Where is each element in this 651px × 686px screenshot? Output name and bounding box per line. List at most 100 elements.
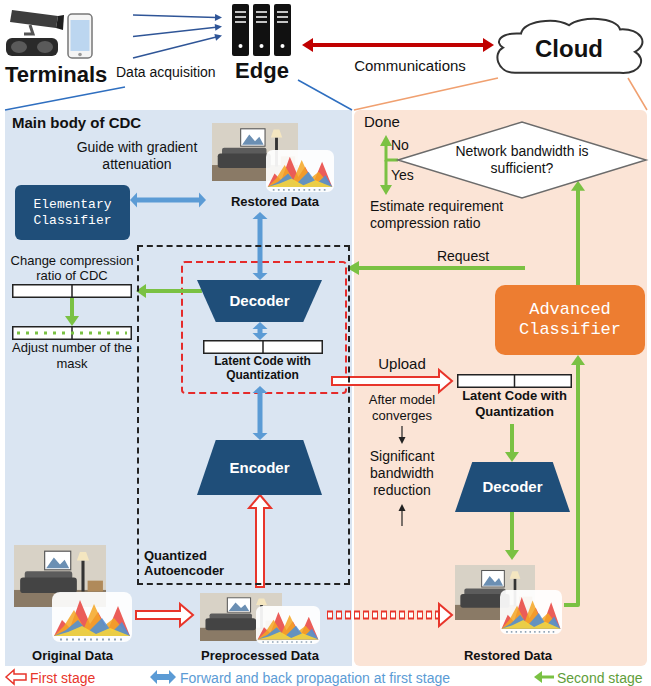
cloud-node: Cloud [494, 14, 644, 84]
connector [571, 181, 585, 285]
trapezoid [455, 462, 570, 512]
arrow-head [253, 333, 268, 340]
arrow-head [253, 322, 268, 329]
yes-arrow [385, 160, 388, 185]
node-text: Edge [235, 58, 289, 84]
chart [256, 606, 320, 644]
zoom-line [5, 87, 125, 110]
arrow-head [65, 316, 79, 326]
legend-entry: Forward and back propagation at first st… [180, 669, 450, 686]
node-text: Encoder [229, 459, 289, 477]
legend-text: First stage [30, 670, 95, 686]
arrow-head [380, 185, 392, 195]
connector-line [510, 512, 514, 551]
classifier-box: Advanced Classifier [495, 285, 645, 355]
arrow-head [215, 24, 222, 31]
connector [505, 424, 519, 462]
label-box: Significant bandwidth reduction [354, 448, 450, 498]
decoder-shape: Decoder [197, 280, 322, 322]
node-text: Change compression ratio of CDC [8, 253, 136, 284]
arrow-head [302, 38, 313, 52]
zoom-line [354, 78, 498, 110]
cdc-panel: Main body of CDC Elementary Classifier Res… [5, 110, 352, 666]
note-label: Upload [370, 355, 434, 373]
phone-button [78, 53, 82, 57]
goggles-lens [11, 41, 27, 53]
node-text: Quantized Autoencoder [144, 548, 244, 579]
chart [266, 150, 334, 192]
bar-outline [13, 327, 132, 340]
connector [327, 604, 452, 626]
label-box: Done [364, 113, 408, 131]
data-figure: Preprocessed Data [193, 588, 327, 664]
node-text: Adjust number of the mask [8, 340, 136, 371]
chart [500, 590, 562, 634]
connector-line [136, 198, 200, 203]
data-figure: Original Data [10, 540, 135, 664]
connector [253, 386, 268, 440]
connector [130, 193, 206, 208]
legend-sample [541, 676, 554, 679]
node-text: Cloud [535, 35, 603, 64]
pointer-arrow [401, 426, 402, 438]
node-text: Restored Data [464, 648, 552, 664]
camera-icon [10, 10, 58, 28]
arrow-head [399, 504, 406, 511]
note-label: Significant bandwidth reduction [354, 448, 450, 498]
arrow-head [199, 193, 206, 208]
camera-hood [56, 15, 64, 30]
connector [136, 284, 202, 298]
autoencoder-frame: Quantized Autoencoder DecoderLatent Code … [137, 245, 350, 585]
latent-code: Latent Code with Quantization [194, 340, 331, 386]
connector [133, 14, 222, 58]
cloud-panel [354, 110, 647, 666]
note-label: Yes [391, 167, 423, 184]
note-label: After model converges [354, 392, 450, 423]
phone-icon [68, 14, 92, 58]
arrow-head [253, 212, 268, 219]
trapezoid [197, 440, 322, 495]
code-bar [203, 340, 323, 354]
latent-code: Latent Code with Quantization [452, 374, 577, 424]
arrow-head [380, 135, 392, 146]
connector-line [510, 424, 514, 453]
connector-line [145, 289, 202, 293]
edge-server: Edge [222, 2, 302, 84]
node-text: Main body of CDC [12, 114, 141, 132]
legend-text: Forward and back propagation at first st… [180, 670, 450, 686]
decision-diamond: Network bandwidth is sufficient? [398, 122, 646, 198]
arrow-head [399, 437, 406, 444]
arrow-head [253, 386, 268, 393]
connector-line [576, 190, 580, 285]
goggles-icon [6, 38, 58, 56]
note-label: Communications [340, 57, 480, 75]
note-label: Request [428, 248, 498, 265]
hollow-shaft-inner [257, 506, 263, 586]
hollow-shaft-inner [137, 612, 182, 618]
connector [505, 512, 519, 560]
label-box: No [391, 137, 419, 154]
arrow-head [571, 355, 585, 365]
arrow-head [253, 273, 268, 280]
note-label: No [391, 137, 419, 154]
bar-divider [262, 341, 264, 354]
legend-sample [150, 670, 176, 684]
connector-line [70, 298, 74, 317]
request-arrow [359, 266, 525, 270]
data-figure: Restored Data [206, 120, 344, 212]
node-text: Preprocessed Data [201, 648, 319, 664]
connector-line [258, 392, 263, 434]
node-text: Original Data [32, 648, 113, 664]
legend-sample [6, 670, 26, 684]
diamond [398, 122, 646, 198]
bar-outline [13, 285, 132, 298]
connector-line [133, 37, 216, 58]
arrow-head [505, 550, 519, 560]
code-bar [12, 326, 132, 340]
pointer-arrow [401, 511, 402, 526]
server-led [281, 44, 285, 48]
classifier-box: Elementary Classifier [15, 185, 130, 240]
bar-divider [71, 285, 73, 298]
data-figure: Restored Data [452, 560, 564, 664]
node-text: Advanced Classifier [499, 300, 641, 341]
